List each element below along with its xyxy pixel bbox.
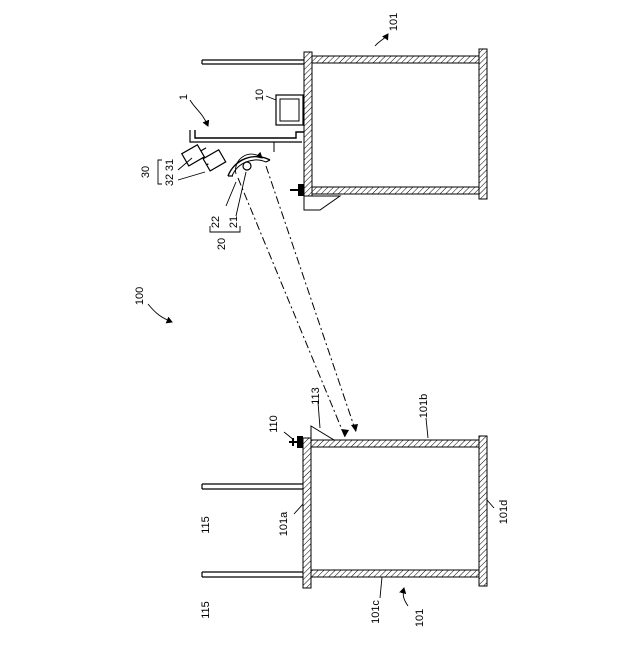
part-32-box (203, 150, 226, 171)
leader-1 (190, 100, 208, 126)
upper-bottom-wall (312, 187, 479, 194)
leader-lower-101 (403, 588, 408, 606)
label-bracket: 113 (310, 387, 322, 405)
leader-32 (178, 172, 205, 180)
label-clamp: 110 (268, 415, 280, 433)
projector-unit-20 (228, 154, 270, 176)
bracket-113 (311, 426, 334, 440)
leader-110 (284, 432, 294, 440)
label-part-31: 31 (164, 159, 176, 171)
display-screen (280, 99, 299, 121)
part-31-box (182, 145, 205, 166)
label-post-lower: 115 (200, 601, 212, 619)
upper-top-wall (312, 56, 479, 63)
clamp-110-knob (297, 436, 303, 448)
leader-22 (226, 182, 236, 206)
label-part-21: 21 (228, 216, 240, 228)
beam-left (238, 178, 345, 437)
upper-left-wall (304, 52, 312, 202)
lower-right-wall-101d (479, 436, 487, 586)
label-part-32: 32 (164, 174, 176, 186)
brace-30 (158, 160, 162, 184)
label-device-assembly: 1 (178, 94, 190, 100)
label-group-20: 20 (216, 238, 228, 250)
leader-101b (426, 418, 428, 438)
lower-frame-structure (202, 426, 487, 588)
leader-100 (148, 304, 172, 322)
leader-101d (487, 500, 494, 508)
leader-101c (380, 577, 382, 598)
reference-labels: 101 1 10 30 31 32 22 21 20 100 110 113 1… (134, 13, 510, 627)
part-21-pivot (243, 162, 251, 170)
leader-101a (294, 504, 303, 514)
device-arm (195, 130, 304, 138)
label-wall-101d: 101d (498, 500, 510, 524)
lower-left-wall-101a (303, 438, 311, 588)
label-display: 10 (254, 89, 266, 101)
upper-clamp-knob (298, 184, 304, 196)
lower-bottom-wall-101c (311, 570, 479, 577)
label-wall-101c: 101c (370, 600, 382, 624)
label-part-22: 22 (210, 216, 222, 228)
label-wall-101b: 101b (418, 394, 430, 418)
label-upper-frame: 101 (388, 13, 400, 31)
upper-bracket (304, 196, 340, 210)
label-system: 100 (134, 287, 146, 305)
label-lower-frame: 101 (414, 609, 426, 627)
lower-top-wall-101b (311, 440, 479, 447)
label-wall-101a: 101a (278, 511, 290, 536)
upper-right-wall (479, 49, 487, 199)
leader-upper-101 (375, 34, 388, 46)
leader-113 (318, 402, 320, 428)
label-post-upper: 115 (200, 516, 212, 534)
leader-10 (266, 96, 276, 100)
projection-beams (238, 166, 358, 437)
label-group-30: 30 (140, 166, 152, 178)
